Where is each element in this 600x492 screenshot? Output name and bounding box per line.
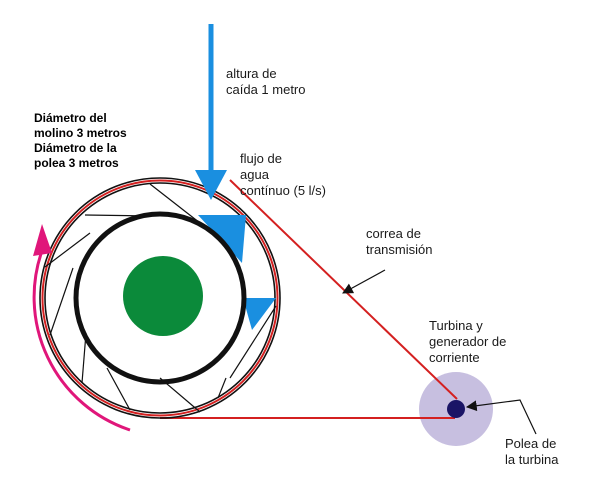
label-altura: altura de caída 1 metro bbox=[226, 66, 306, 97]
mill-wheel bbox=[73, 211, 247, 385]
rotation-arrow-curve bbox=[32, 247, 131, 432]
belt-on-pulley bbox=[41, 179, 279, 417]
belt-upper-run bbox=[229, 179, 458, 400]
turbine-pulley bbox=[447, 400, 465, 418]
label-correa: correa de transmisión bbox=[366, 226, 433, 257]
label-polea-turbina: Polea de la turbina bbox=[505, 436, 559, 467]
label-turbina: Turbina y generador de corriente bbox=[429, 318, 507, 365]
water-bucket-lower bbox=[243, 298, 276, 330]
mill-hub bbox=[123, 256, 203, 336]
label-diametros: Diámetro del molino 3 metros Diámetro de… bbox=[34, 111, 127, 170]
rotation-arrowhead bbox=[33, 224, 52, 256]
label-flujo: flujo de agua contínuo (5 l/s) bbox=[240, 151, 326, 198]
water-flow-arrowhead bbox=[195, 170, 227, 200]
mill-pulley-outer-rim bbox=[39, 177, 281, 419]
belt-pointer-arrow bbox=[342, 269, 386, 294]
pulley-pointer-arrow bbox=[465, 399, 537, 435]
